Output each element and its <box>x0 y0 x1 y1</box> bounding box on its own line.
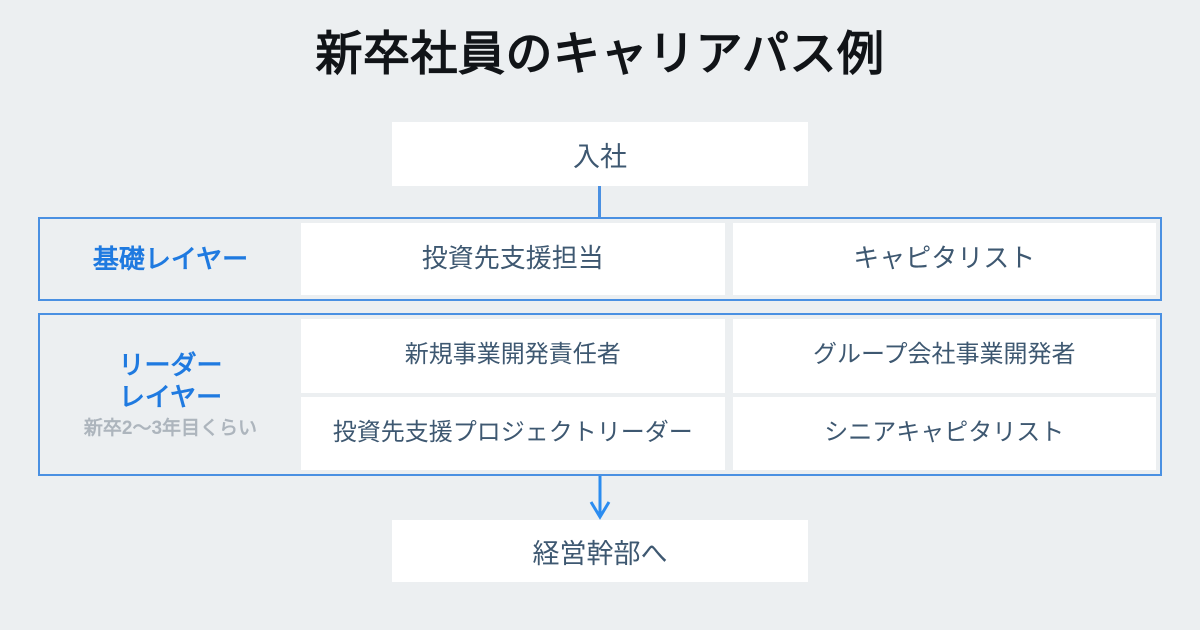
card-row: 投資先支援担当 キャピタリスト <box>301 223 1156 295</box>
page-title: 新卒社員のキャリアパス例 <box>315 27 885 80</box>
entry-node-label: 入社 <box>573 141 627 172</box>
layer-label-leader-sub: 新卒2〜3年目くらい <box>83 417 258 439</box>
layer-label-base: 基礎レイヤー <box>40 219 301 299</box>
layer-label-leader-main: リーダー レイヤー <box>118 349 223 413</box>
role-card-label: 投資先支援プロジェクトリーダー <box>332 418 693 446</box>
layer-cards-leader: 新規事業開発責任者 グループ会社事業開発者 投資先支援プロジェクトリーダー シニ… <box>301 315 1160 474</box>
layer-label-base-main: 基礎レイヤー <box>92 243 249 274</box>
role-card-label: キャピタリスト <box>853 243 1036 274</box>
role-card-label: グループ会社事業開発者 <box>812 341 1076 369</box>
role-card-投資先支援担当: 投資先支援担当 <box>301 223 725 295</box>
role-card-label: 新規事業開発責任者 <box>404 341 621 369</box>
card-row: 投資先支援プロジェクトリーダー シニアキャピタリスト <box>301 396 1156 470</box>
layer-label-leader: リーダー レイヤー 新卒2〜3年目くらい <box>40 315 301 474</box>
role-card-グループ会社事業開発者: グループ会社事業開発者 <box>732 319 1156 393</box>
role-card-label: 投資先支援担当 <box>421 243 604 274</box>
connector-line-entry-to-base <box>598 186 601 217</box>
role-card-label: シニアキャピタリスト <box>824 418 1065 446</box>
role-card-キャピタリスト: キャピタリスト <box>732 223 1156 295</box>
role-card-新規事業開発責任者: 新規事業開発責任者 <box>301 319 725 393</box>
layer-panel-leader: リーダー レイヤー 新卒2〜3年目くらい 新規事業開発責任者 グループ会社事業開… <box>38 313 1162 476</box>
layer-panel-base: 基礎レイヤー 投資先支援担当 キャピタリスト <box>38 217 1162 301</box>
layer-cards-base: 投資先支援担当 キャピタリスト <box>301 219 1160 299</box>
role-card-シニアキャピタリスト: シニアキャピタリスト <box>732 396 1156 470</box>
destination-node-経営幹部へ: 経営幹部へ <box>392 520 808 582</box>
destination-node-label: 経営幹部へ <box>532 538 668 569</box>
entry-node-入社: 入社 <box>392 122 808 186</box>
card-row: 新規事業開発責任者 グループ会社事業開発者 <box>301 319 1156 393</box>
role-card-投資先支援プロジェクトリーダー: 投資先支援プロジェクトリーダー <box>301 396 725 470</box>
arrow-down-icon <box>588 476 612 520</box>
